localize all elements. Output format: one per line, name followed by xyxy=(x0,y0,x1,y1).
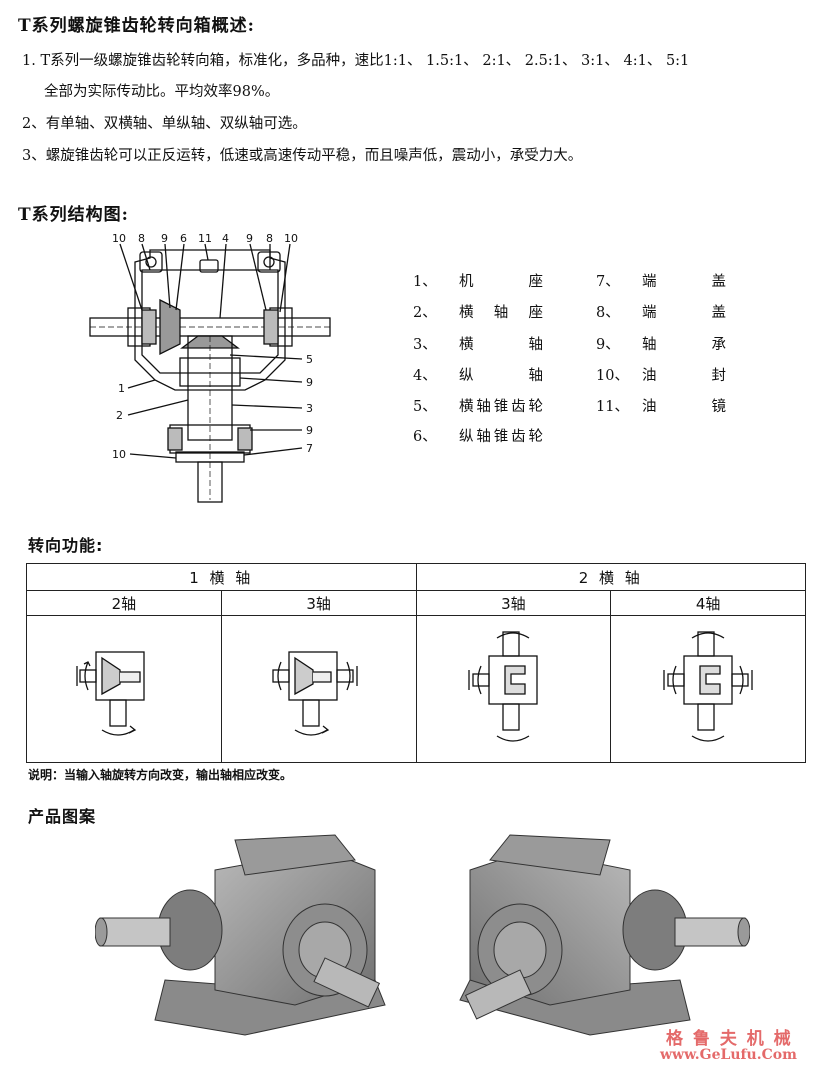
callout-top-5: 11 xyxy=(198,232,212,245)
legend-item-8: 8、端盖 xyxy=(596,305,726,321)
callout-right-4: 9 xyxy=(306,424,313,437)
callout-top-9: 10 xyxy=(284,232,298,245)
steering-note: 说明：当输入轴旋转方向改变，输出轴相应改变。 xyxy=(28,768,293,782)
diagram-cell-3 xyxy=(415,615,612,763)
watermark-text: 格 鲁 夫 机 械 xyxy=(666,1029,793,1049)
callout-left-2: 2 xyxy=(116,409,123,422)
group-header-2: 2 横 轴 xyxy=(415,563,806,591)
diagram-cell-1 xyxy=(26,615,222,763)
legend-item-7: 7、端盖 xyxy=(596,274,726,290)
structure-title: T系列结构图: xyxy=(18,205,129,225)
product-photo-right xyxy=(459,834,750,1036)
callout-top-7: 9 xyxy=(246,232,253,245)
legend-item-5: 5、横轴锥齿轮 xyxy=(413,399,543,415)
callout-top-6: 4 xyxy=(222,232,229,245)
callout-right-3: 3 xyxy=(306,402,313,415)
legend-item-3: 3、横轴 xyxy=(413,337,543,353)
legend-item-2: 2、横轴座 xyxy=(413,305,543,321)
overview-title: T系列螺旋锥齿轮转向箱概述: xyxy=(18,16,255,36)
legend-item-4: 4、纵轴 xyxy=(413,368,543,384)
gearbox-4-shaft-icon xyxy=(663,631,753,742)
callout-top-1: 10 xyxy=(112,232,126,245)
callout-right-5: 7 xyxy=(306,442,313,455)
col-header-2: 3轴 xyxy=(220,590,417,616)
structure-diagram: 10 8 9 6 11 4 9 8 10 5 9 3 9 7 1 2 10 xyxy=(89,232,331,503)
legend-item-11: 11、油镜 xyxy=(596,399,726,415)
callout-top-8: 8 xyxy=(266,232,273,245)
col-header-4: 4轴 xyxy=(610,590,806,616)
col-header-3: 3轴 xyxy=(415,590,612,616)
callout-left-1: 1 xyxy=(118,382,125,395)
callout-top-2: 8 xyxy=(138,232,145,245)
overview-item-1-cont: 全部为实际传动比。平均效率98%。 xyxy=(44,84,280,100)
callout-right-1: 5 xyxy=(306,353,313,366)
legend-item-9: 9、轴承 xyxy=(596,337,726,353)
overview-item-1: 1. T系列一级螺旋锥齿轮转向箱，标准化，多品种，速比1:1、 1.5:1、 2… xyxy=(22,53,690,69)
gearbox-2-shaft-icon xyxy=(76,651,145,736)
watermark-url: www.GeLufu.Com xyxy=(660,1047,797,1063)
callout-left-3: 10 xyxy=(112,448,126,461)
gearbox-3-shaft-icon xyxy=(271,651,358,736)
callout-right-2: 9 xyxy=(306,376,313,389)
callout-top-4: 6 xyxy=(180,232,187,245)
steering-table: 1 横 轴 2 横 轴 2轴 3轴 3轴 4轴 xyxy=(26,563,806,763)
overview-item-3: 3、螺旋锥齿轮可以正反运转，低速或高速传动平稳，而且噪声低，震动小，承受力大。 xyxy=(22,148,583,164)
diagram-cell-4 xyxy=(610,615,806,763)
legend-item-1: 1、机座 xyxy=(413,274,543,290)
product-title: 产品图案 xyxy=(28,807,97,826)
callout-top-3: 9 xyxy=(161,232,168,245)
legend-item-10: 10、油封 xyxy=(596,368,726,384)
col-header-1: 2轴 xyxy=(26,590,222,616)
steering-title: 转向功能: xyxy=(28,536,104,555)
group-header-1: 1 横 轴 xyxy=(26,563,417,591)
diagram-cell-2 xyxy=(220,615,417,763)
gearbox-3-shaft-double-icon xyxy=(468,631,539,742)
legend-item-6: 6、纵轴锥齿轮 xyxy=(413,429,543,445)
product-photo-left xyxy=(95,834,386,1036)
overview-item-2: 2、有单轴、双横轴、单纵轴、双纵轴可选。 xyxy=(22,116,307,132)
